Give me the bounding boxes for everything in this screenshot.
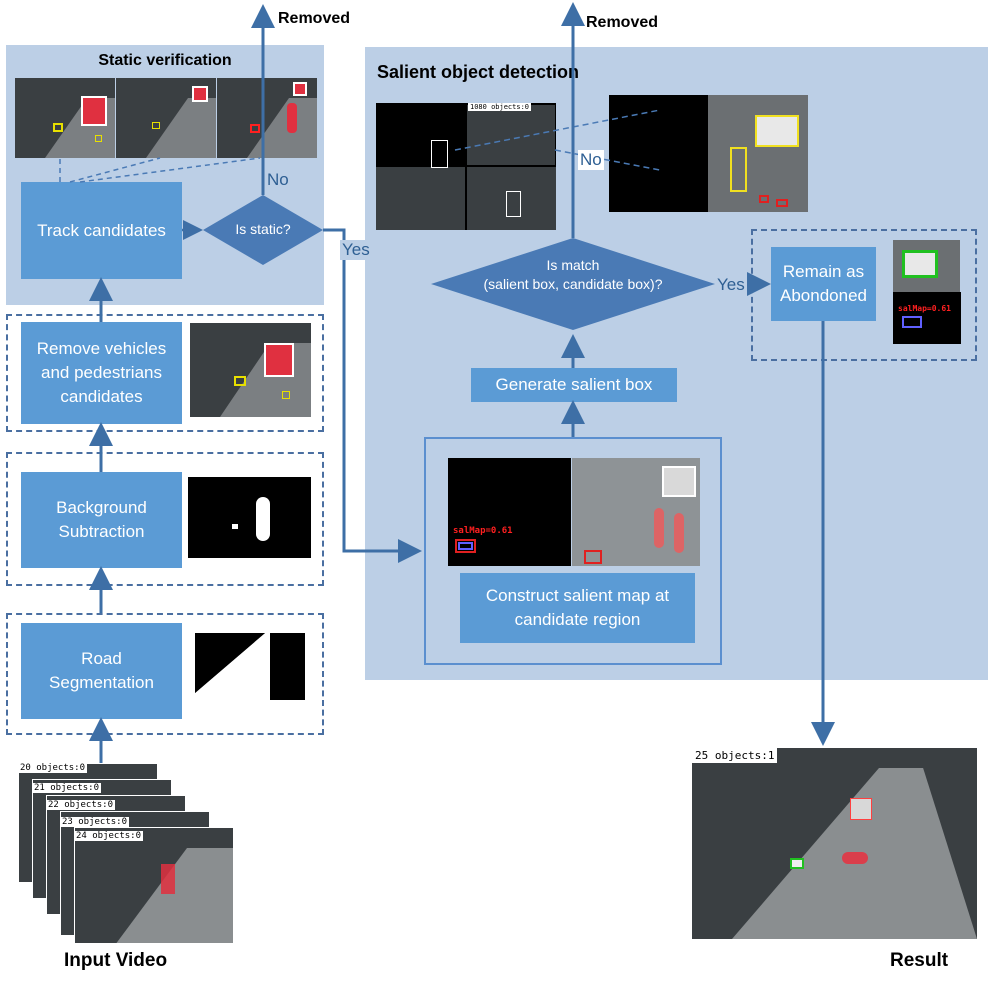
no-label-match: No: [578, 150, 604, 170]
road-segmentation-box: Road Segmentation: [21, 623, 182, 719]
grid-cell: [467, 167, 556, 230]
pedestrian-box-yellow: [730, 147, 747, 192]
salient-box-white: [431, 140, 448, 168]
vehicle-mask: [264, 343, 294, 377]
road-segmentation-group: [6, 613, 324, 735]
salient-red-mask: [654, 508, 664, 548]
abandoned-object-crop: [893, 240, 960, 292]
is-match-label-line2: (salient box, candidate box)?: [483, 276, 663, 292]
candidate-box-red: [776, 199, 788, 207]
static-verification-title: Static verification: [98, 52, 232, 69]
frame-overlay-20: 20 objects:0: [18, 763, 88, 773]
construct-salient-map-box: Construct salient map at candidate regio…: [460, 573, 695, 643]
abandoned-salmap: salMap=0.61: [893, 292, 961, 344]
candidate-box: [53, 123, 63, 132]
vehicle-box-yellow: [755, 115, 799, 147]
result-red-mask: [842, 852, 868, 864]
salient-map-group: [424, 437, 722, 665]
result-overlay: 25 objects:1: [692, 748, 778, 763]
road-mask-shape: [195, 633, 305, 700]
remain-abandoned-box: Remain as Abondoned: [771, 247, 876, 321]
frame-overlay-22: 22 objects:0: [46, 800, 116, 810]
salient-grid-image: 1080 objects:0: [376, 103, 556, 230]
salmap-small-box: [902, 316, 922, 328]
no-label-static: No: [265, 170, 291, 190]
input-video-stack: 20 objects:0 21 objects:0 22 objects:0 2…: [18, 763, 238, 945]
input-video-title: Input Video: [64, 950, 168, 971]
remove-candidates-box: Remove vehicles and pedestrians candidat…: [21, 322, 182, 424]
candidate-box: [282, 391, 290, 399]
vehicle-mask: [192, 86, 208, 102]
frame-overlay-24: 24 objects:0: [74, 831, 144, 841]
video-frame-latest: [74, 827, 234, 944]
candidate-box-red: [759, 195, 769, 203]
pedestrian-mask: [287, 103, 297, 133]
static-frame-1: [15, 78, 115, 158]
candidate-box: [152, 122, 160, 129]
static-frame-2: [116, 78, 216, 158]
removed-label-right: Removed: [586, 14, 659, 31]
grid-header: 1080 objects:0: [468, 103, 532, 111]
candidate-frame: [708, 95, 808, 212]
grid-cell: [467, 105, 555, 165]
frame-road: [115, 848, 233, 943]
result-vehicle: [850, 798, 872, 820]
salmap-small-text: salMap=0.61: [898, 304, 951, 313]
frame-overlay-21: 21 objects:0: [32, 783, 102, 793]
foreground-mask-image: [188, 477, 311, 558]
is-static-label: Is static?: [235, 221, 291, 237]
grid-cell: [376, 167, 465, 230]
static-frame-3: [217, 78, 317, 158]
yes-label-match: Yes: [715, 275, 747, 295]
salient-detection-title: Salient object detection: [377, 62, 580, 82]
result-abandoned-box: [790, 858, 804, 869]
road-mask-image: [195, 633, 305, 700]
abandoned-box-green: [902, 250, 938, 278]
salmap-box: [455, 539, 476, 553]
salient-red-mask: [674, 513, 684, 553]
removed-label-left: Removed: [278, 10, 351, 27]
candidate-box-red: [584, 550, 602, 564]
salmap-inner-box: [458, 542, 473, 550]
result-image: 25 objects:1: [692, 748, 977, 939]
vehicle-mask: [81, 96, 107, 126]
candidate-box: [250, 124, 260, 133]
vehicle-mask: [293, 82, 307, 96]
is-match-label-line1: Is match: [546, 257, 600, 273]
salient-box-white: [506, 191, 521, 217]
generate-salient-box: Generate salient box: [471, 368, 677, 402]
object-blob: [232, 524, 238, 529]
frame-overlay-23: 23 objects:0: [60, 817, 130, 827]
vehicle-blob: [161, 864, 175, 894]
candidate-box: [234, 376, 246, 386]
remove-candidates-image: [190, 323, 311, 417]
background-subtraction-box: Background Subtraction: [21, 472, 182, 568]
vehicle-box: [662, 466, 696, 497]
salient-map-image: salMap=0.61: [448, 458, 700, 566]
track-candidates-box: Track candidates: [21, 182, 182, 279]
yes-label-static: Yes: [340, 240, 372, 260]
salmap-text: salMap=0.61: [453, 526, 513, 536]
candidate-box: [95, 135, 102, 142]
candidate-compare-image: [609, 95, 808, 212]
result-title: Result: [890, 950, 949, 971]
pedestrian-blob: [256, 497, 270, 541]
